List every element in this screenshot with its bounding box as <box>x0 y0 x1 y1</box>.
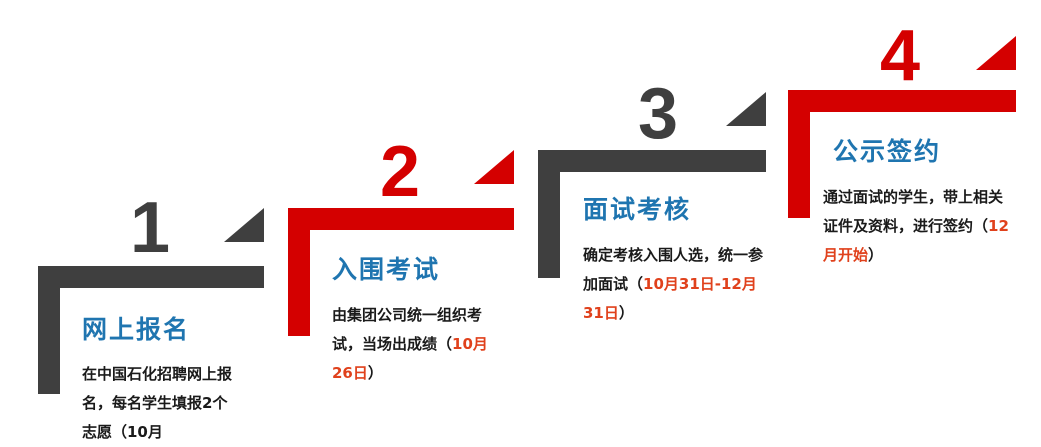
step-bar-horizontal <box>788 90 1016 112</box>
desc-line: 在中国石化招聘网上报 <box>82 365 233 383</box>
step-bar-vertical <box>38 266 60 394</box>
desc-text-end: ） <box>868 246 884 264</box>
corner-triangle <box>976 36 1016 70</box>
desc-text: 通过面试的学生，带上相关证件及资料，进行签约（ <box>823 188 1004 235</box>
step-number: 3 <box>638 74 679 154</box>
desc-line: 名，每名学生填报2个 <box>82 394 228 412</box>
step-bar-vertical <box>538 150 560 278</box>
step-bar-horizontal <box>38 266 264 288</box>
desc-text-end: ） <box>618 304 634 322</box>
step-description: 由集团公司统一组织考试，当场出成绩（10月26日） <box>332 301 497 388</box>
step-number: 1 <box>130 188 171 268</box>
step-title: 面试考核 <box>583 195 692 224</box>
step-title: 公示签约 <box>833 137 942 166</box>
desc-highlight-date: 10月26日 <box>332 335 488 382</box>
step-bar-vertical <box>788 90 810 218</box>
step-bar-horizontal <box>538 150 766 172</box>
step-description: 在中国石化招聘网上报 名，每名学生填报2个 志愿（10月 <box>82 360 262 447</box>
desc-text-end: ） <box>367 364 383 382</box>
step-description: 确定考核入围人选，统一参加面试（10月31日-12月31日） <box>583 241 763 328</box>
step-bar-vertical <box>288 208 310 336</box>
desc-text: 由集团公司统一组织考试，当场出成绩（ <box>332 306 483 353</box>
desc-line-cut: 志愿（10月 <box>82 423 163 441</box>
step-description: 通过面试的学生，带上相关证件及资料，进行签约（12月开始） <box>823 183 1013 270</box>
step-title: 网上报名 <box>82 315 191 344</box>
step-number: 4 <box>880 16 921 96</box>
desc-highlight-date: 10月31日-12月31日 <box>583 275 757 322</box>
step-number: 2 <box>380 132 421 212</box>
corner-triangle <box>474 150 514 184</box>
step-bar-horizontal <box>288 208 514 230</box>
desc-text: 确定考核入围人选，统一参加面试（ <box>583 246 764 293</box>
corner-triangle <box>224 208 264 242</box>
corner-triangle <box>726 92 766 126</box>
step-title: 入围考试 <box>332 255 441 284</box>
desc-highlight-date: 12月开始 <box>823 217 1009 264</box>
